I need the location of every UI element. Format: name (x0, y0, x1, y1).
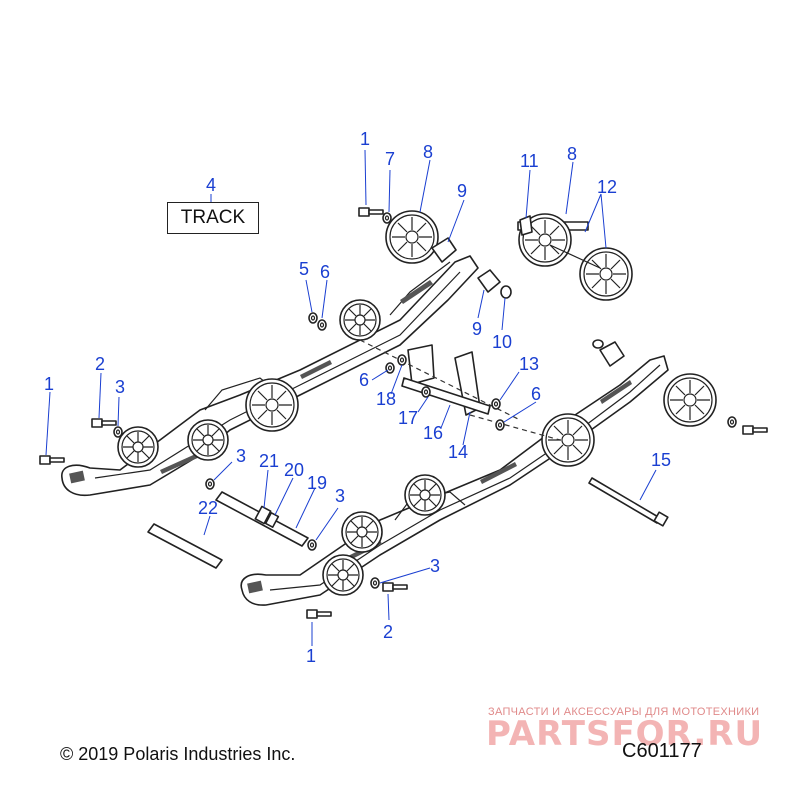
callout-3: 3 (115, 377, 125, 397)
callout-1: 1 (306, 646, 316, 666)
right-rail (240, 355, 669, 606)
bolt-1-lower (306, 609, 332, 619)
shaft-assembly-19-21 (215, 491, 309, 547)
right-rail-mid2-wheel (404, 474, 446, 516)
callout-5: 5 (299, 259, 309, 279)
bolt-2-left (91, 418, 117, 428)
callout-labels: 1 7 8 11 8 4 9 12 5 6 9 10 2 1 3 6 13 18… (44, 129, 671, 666)
left-rail-rear-wheel (245, 378, 299, 432)
left-rail-mid-wheel (187, 419, 229, 461)
idler-wheel-left (385, 210, 439, 264)
callout-14: 14 (448, 442, 468, 462)
callout-1: 1 (360, 129, 370, 149)
bolt-2-right (382, 582, 408, 592)
axis-line-2 (469, 414, 561, 441)
callout-3: 3 (430, 556, 440, 576)
copyright-text: © 2019 Polaris Industries Inc. (60, 744, 296, 764)
bearing-housing-9 (477, 269, 501, 293)
track-label-box: TRACK (167, 202, 259, 234)
callout-22: 22 (198, 498, 218, 518)
callout-6: 6 (320, 262, 330, 282)
callout-13: 13 (519, 354, 539, 374)
callout-19: 19 (307, 473, 327, 493)
left-rail (61, 255, 479, 497)
washer-13 (491, 398, 501, 410)
callout-8: 8 (423, 142, 433, 162)
bearing-housing-right (599, 341, 625, 367)
callout-17: 17 (398, 408, 418, 428)
diagram-code: C601177 (622, 740, 702, 762)
right-rail-front-wheel (322, 554, 364, 596)
callout-2: 2 (383, 622, 393, 642)
cross-shaft-assembly (401, 344, 491, 416)
right-rail-idler-wheel (663, 373, 717, 427)
washer-17 (421, 386, 431, 398)
callout-9: 9 (472, 319, 482, 339)
callout-3: 3 (335, 486, 345, 506)
callout-2: 2 (95, 354, 105, 374)
right-rail-mid-wheel (341, 511, 383, 553)
callout-1: 1 (44, 374, 54, 394)
washer-3-mid (307, 539, 317, 551)
washer-3-lower (205, 478, 215, 490)
callout-7: 7 (385, 149, 395, 169)
washer-3-left (113, 426, 123, 438)
bolt-1-left (39, 455, 65, 465)
callout-10: 10 (492, 332, 512, 352)
callout-18: 18 (376, 389, 396, 409)
axle-11 (519, 215, 533, 236)
callout-6: 6 (531, 384, 541, 404)
callout-20: 20 (284, 460, 304, 480)
left-rail-upper-wheel (339, 299, 381, 341)
washer-6-upper (317, 319, 327, 331)
idler-wheel-pair (517, 213, 633, 301)
nut-5 (308, 312, 318, 324)
callout-15: 15 (651, 450, 671, 470)
washer-6-mid (385, 362, 395, 374)
callout-6: 6 (359, 370, 369, 390)
callout-4: 4 (206, 175, 216, 195)
nut-18 (397, 354, 407, 366)
callout-12: 12 (597, 177, 617, 197)
watermark-tagline: ЗАПЧАСТИ И АКСЕССУАРЫ ДЛЯ МОТОТЕХНИКИ (488, 706, 760, 718)
bearing-housing-upper (431, 237, 457, 263)
long-bolt-15 (588, 477, 669, 527)
callout-8: 8 (567, 144, 577, 164)
track-label: TRACK (180, 207, 246, 228)
axis-line-1 (359, 339, 521, 421)
callout-3: 3 (236, 446, 246, 466)
right-rail-rear-wheel (541, 413, 595, 467)
callout-11: 11 (520, 151, 539, 171)
bolt-right-end (742, 425, 768, 435)
washer-right-end (727, 416, 737, 428)
watermark-brand-logo: PARTSFOR.RU (486, 714, 764, 754)
callout-21: 21 (259, 451, 279, 471)
bolt-1-upper (358, 207, 384, 217)
callout-9: 9 (457, 181, 467, 201)
callout-16: 16 (423, 423, 443, 443)
washer-6-right (495, 419, 505, 431)
leader-lines (45, 149, 657, 646)
ring-10 (500, 285, 512, 299)
washer-7 (382, 212, 392, 224)
left-rail-front-wheel (117, 426, 159, 468)
washer-3-right (370, 577, 380, 589)
tube-22 (147, 523, 223, 569)
